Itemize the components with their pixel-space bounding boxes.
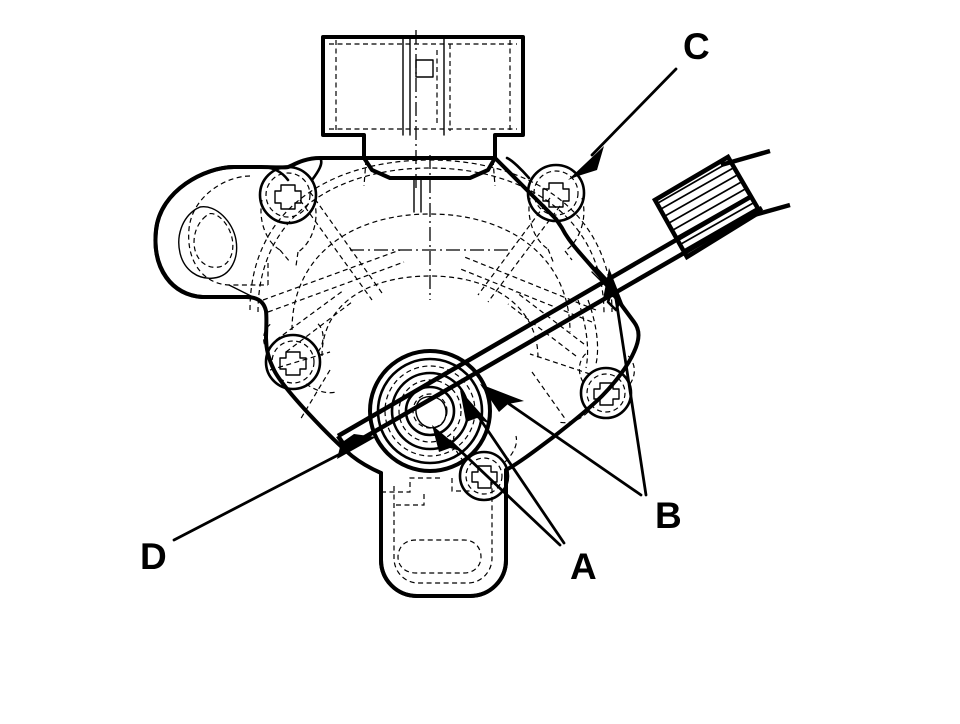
motor-housing-body [153, 156, 641, 598]
leader-a [432, 390, 566, 547]
left-mounting-ear [153, 165, 269, 299]
housing-clip-detail [561, 227, 622, 369]
callout-label-c: C [683, 26, 710, 67]
screw-top-right [505, 156, 586, 265]
electrical-connector-housing [321, 30, 525, 213]
pry-tool-with-knurled-grip [336, 148, 791, 450]
screw-mid-left [263, 321, 337, 394]
callout-label-a: A [570, 546, 597, 587]
leader-b [480, 268, 648, 497]
leader-c [568, 67, 678, 180]
screw-top-left [258, 156, 323, 267]
callout-label-b: B [655, 495, 682, 536]
callout-label-d: D [140, 536, 167, 577]
leader-d [172, 434, 376, 542]
bottom-mounting-ear [379, 468, 508, 598]
